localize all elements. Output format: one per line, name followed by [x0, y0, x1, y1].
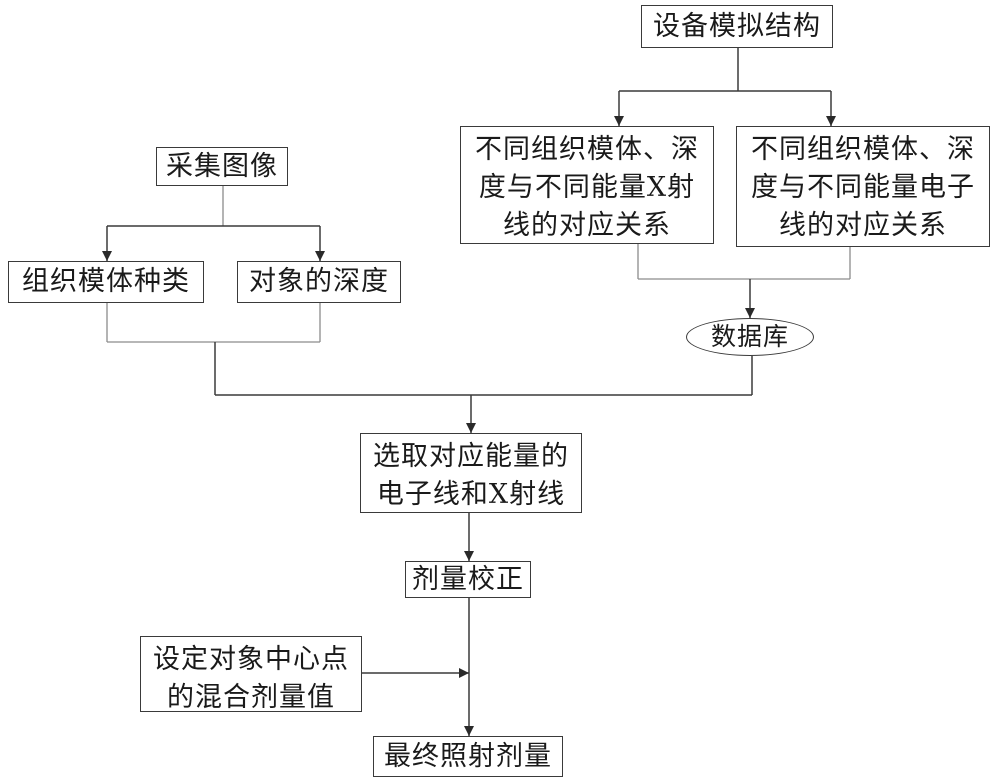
node-xray-relation-line-3: 线的对应关系 — [503, 210, 671, 241]
node-object-depth: 对象的深度 — [237, 261, 401, 303]
node-database: 数据库 — [686, 318, 814, 356]
node-xray-relation-line-1: 不同组织模体、深 — [475, 134, 699, 165]
node-device-simulation: 设备模拟结构 — [641, 5, 833, 48]
node-select-energy-line-2: 电子线和X射线 — [376, 479, 566, 510]
node-set-center-point-line-1: 设定对象中心点 — [153, 644, 349, 675]
node-tissue-type: 组织模体种类 — [8, 261, 204, 303]
node-electron-relation-line-3: 线的对应关系 — [779, 210, 947, 241]
node-capture-image: 采集图像 — [156, 147, 288, 186]
node-electron-relation: 不同组织模体、深 度与不同能量电子 线的对应关系 — [736, 126, 990, 247]
node-select-energy: 选取对应能量的 电子线和X射线 — [360, 433, 582, 513]
node-xray-relation-line-2: 度与不同能量X射 — [478, 172, 696, 203]
node-set-center-point: 设定对象中心点 的混合剂量值 — [140, 636, 362, 713]
node-dose-correction: 剂量校正 — [405, 561, 531, 598]
node-electron-relation-line-1: 不同组织模体、深 — [751, 134, 975, 165]
node-set-center-point-line-2: 的混合剂量值 — [167, 682, 335, 713]
node-select-energy-line-1: 选取对应能量的 — [373, 441, 569, 472]
node-final-dose: 最终照射剂量 — [373, 736, 563, 777]
node-xray-relation: 不同组织模体、深 度与不同能量X射 线的对应关系 — [460, 126, 714, 244]
node-electron-relation-line-2: 度与不同能量电子 — [751, 172, 975, 203]
